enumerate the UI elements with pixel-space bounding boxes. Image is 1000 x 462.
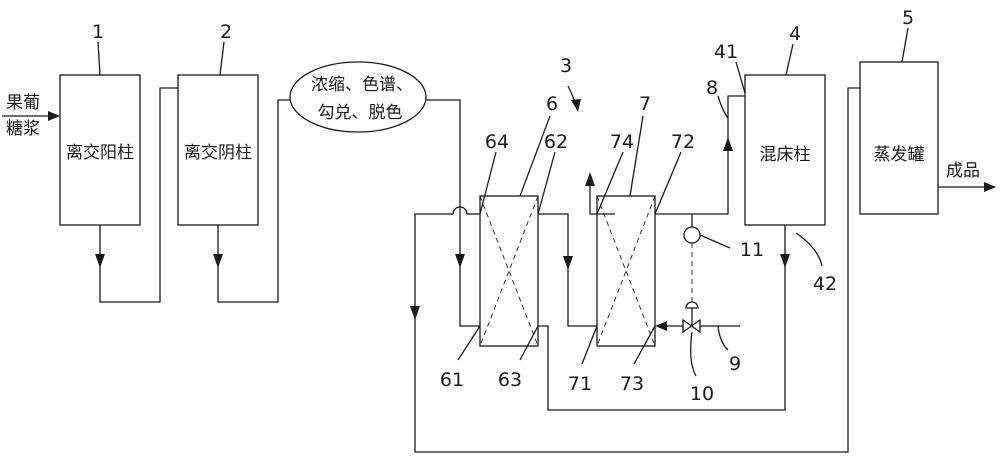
ref-2: 2 <box>220 21 232 43</box>
cation-column-label: 离交阳柱 <box>66 143 134 163</box>
ref-7: 7 <box>639 93 651 115</box>
arrow-cation-out <box>95 254 105 268</box>
ref-9: 9 <box>729 353 741 375</box>
ref-71: 71 <box>568 373 592 395</box>
pipe-exchanger6-to-exchanger7 <box>538 213 597 327</box>
leader-73 <box>633 325 656 365</box>
arrow-loop-down <box>410 306 420 320</box>
pipe-loop-to-evaporator <box>414 87 860 453</box>
leader-8 <box>717 95 729 119</box>
leader-74 <box>596 151 624 215</box>
arrow-mixed-bed-out <box>780 254 790 268</box>
anion-column-label: 离交阴柱 <box>184 143 252 163</box>
feed-arrow <box>48 111 60 121</box>
anion-column-box <box>177 74 259 226</box>
leader-7 <box>629 115 644 197</box>
pipe-anion-to-process <box>217 99 290 303</box>
leader-1 <box>97 41 101 76</box>
ref-11: 11 <box>740 239 764 261</box>
ref-4: 4 <box>789 23 801 45</box>
pipe-cation-to-anion <box>99 87 178 303</box>
evaporator-box <box>859 61 939 215</box>
leader-5 <box>901 27 909 63</box>
ref-8: 8 <box>706 77 718 99</box>
ref-74: 74 <box>610 131 634 153</box>
ref-72: 72 <box>671 131 695 153</box>
feed-label-line2: 糖浆 <box>6 119 40 139</box>
pipe-mixed-bed-to-exchanger6 <box>538 225 786 411</box>
arrow-branch-up <box>585 172 595 186</box>
ref-73: 73 <box>620 373 644 395</box>
evaporator-label: 蒸发罐 <box>874 145 925 165</box>
arrow-to-mixed-bed <box>723 137 733 151</box>
leader-62 <box>537 151 556 215</box>
cation-column-box <box>59 74 141 226</box>
ref-42: 42 <box>813 273 837 295</box>
valve-10-actuator <box>685 301 699 309</box>
product-label: 成品 <box>946 161 980 181</box>
ref-6: 6 <box>546 93 558 115</box>
leader-4 <box>785 43 794 76</box>
leader-6 <box>519 115 551 197</box>
leader-2 <box>219 41 225 76</box>
product-arrow <box>984 182 996 192</box>
leader-9 <box>717 325 729 351</box>
ref-3: 3 <box>560 55 572 77</box>
valve-10-body[interactable] <box>682 318 701 334</box>
arrow-to-73 <box>655 321 667 331</box>
instrument-11 <box>683 226 701 244</box>
exchanger-6-box <box>479 195 539 347</box>
arrow-3 <box>571 99 581 112</box>
ref-5: 5 <box>902 7 914 29</box>
process-ellipse <box>289 61 427 133</box>
ref-64: 64 <box>485 131 509 153</box>
leader-11 <box>699 234 731 249</box>
leader-71 <box>581 325 598 365</box>
leader-63 <box>519 325 539 361</box>
pipe-exchanger7-branch <box>589 176 615 215</box>
process-label-line1: 浓缩、色谱、 <box>311 75 413 95</box>
ref-62: 62 <box>544 131 568 153</box>
leader-42 <box>795 232 823 267</box>
leader-64 <box>479 151 497 215</box>
ref-63: 63 <box>498 369 522 391</box>
pipe-process-to-exchanger6 <box>426 99 480 327</box>
leader-41 <box>735 61 746 94</box>
pipe-crossover-hump <box>452 206 468 215</box>
ref-10: 10 <box>690 383 714 405</box>
exchanger-7-box <box>596 195 656 347</box>
mixed-bed-label: 混床柱 <box>760 145 811 165</box>
arrow-anion-out <box>213 254 223 268</box>
feed-label-line1: 果葡 <box>6 93 40 113</box>
ref-41: 41 <box>714 41 738 63</box>
leader-72 <box>654 151 682 215</box>
leader-61 <box>457 325 481 361</box>
arrow-6-to-7 <box>563 256 573 270</box>
process-label-line2: 勾兑、脱色 <box>318 103 403 123</box>
pipe-exchanger7-to-mixed-bed <box>655 95 745 215</box>
arrow-process-down <box>455 254 465 268</box>
ref-61: 61 <box>440 369 464 391</box>
ref-1: 1 <box>92 21 104 43</box>
leader-10 <box>690 331 697 377</box>
